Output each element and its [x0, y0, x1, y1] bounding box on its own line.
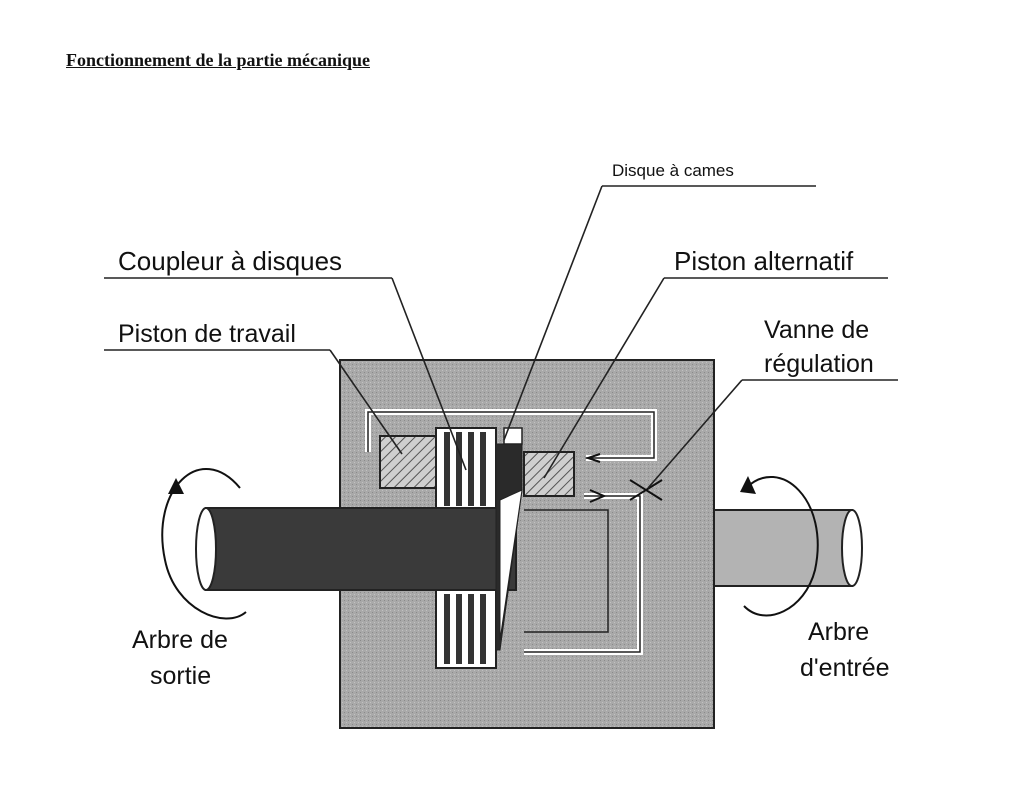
working-piston: [379, 435, 437, 489]
input-rotation-arrow: [743, 476, 819, 617]
output-shaft: [205, 507, 517, 591]
label-cam-disc: Disque à cames: [612, 161, 734, 180]
disc-coupler-lower: [435, 589, 497, 669]
label-reciprocating-piston: Piston alternatif: [674, 246, 854, 276]
label-input-shaft-line1: Arbre: [808, 618, 869, 646]
label-disc-coupler: Coupleur à disques: [118, 246, 342, 276]
disc-coupler-upper: [435, 427, 497, 509]
regulating-valve: [629, 479, 663, 501]
input-shaft: [713, 509, 853, 587]
output-rotation-arrow: [161, 468, 247, 620]
label-output-shaft-line2: sortie: [150, 662, 211, 690]
page-title: Fonctionnement de la partie mécanique: [66, 50, 370, 70]
input-shaft-end: [841, 509, 863, 587]
label-working-piston: Piston de travail: [118, 320, 296, 348]
label-valve-line2: régulation: [764, 350, 874, 378]
output-shaft-end: [195, 507, 217, 591]
label-output-shaft-line1: Arbre de: [132, 626, 228, 654]
leader-lines: [104, 185, 898, 489]
reciprocating-piston: [523, 451, 575, 497]
label-input-shaft-line2: d'entrée: [800, 654, 890, 682]
label-valve-line1: Vanne de: [764, 316, 869, 344]
